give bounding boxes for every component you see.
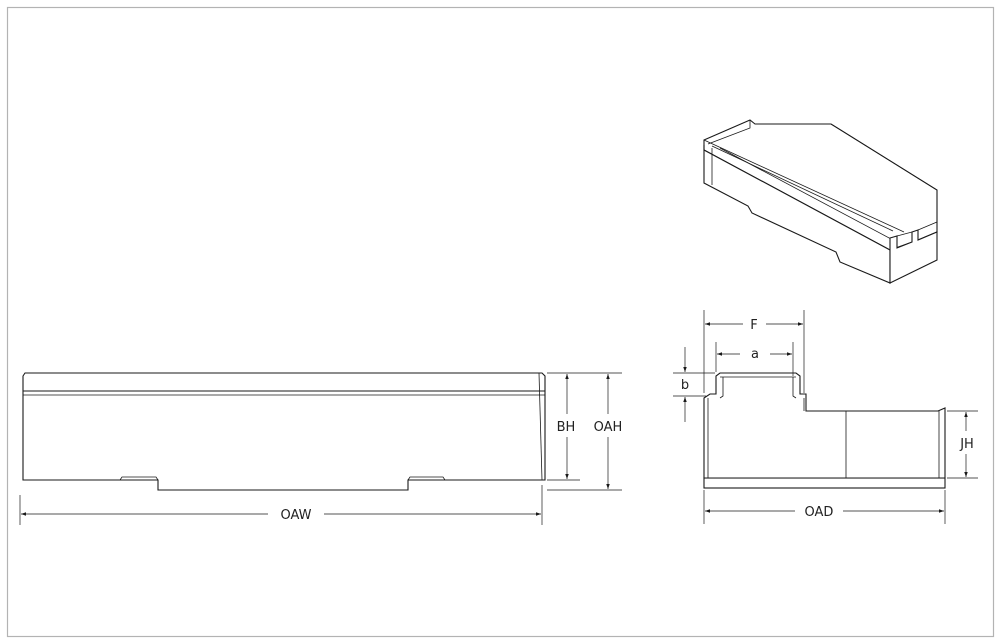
sheet-border	[6, 6, 995, 638]
isometric-view	[703, 119, 938, 284]
dim-label-jh: JH	[959, 437, 974, 452]
side-view-dimensions	[673, 310, 978, 524]
dim-label-oaw: OAW	[280, 508, 311, 523]
dim-label-f: F	[750, 318, 757, 333]
front-view-dimensions	[19, 372, 622, 525]
side-view	[703, 372, 946, 489]
dim-label-oad: OAD	[805, 505, 834, 520]
dim-label-b: b	[681, 378, 689, 393]
dim-label-oah: OAH	[594, 420, 623, 435]
front-view	[22, 372, 546, 491]
dim-label-bh: BH	[557, 420, 576, 435]
dim-label-a: a	[751, 347, 759, 362]
